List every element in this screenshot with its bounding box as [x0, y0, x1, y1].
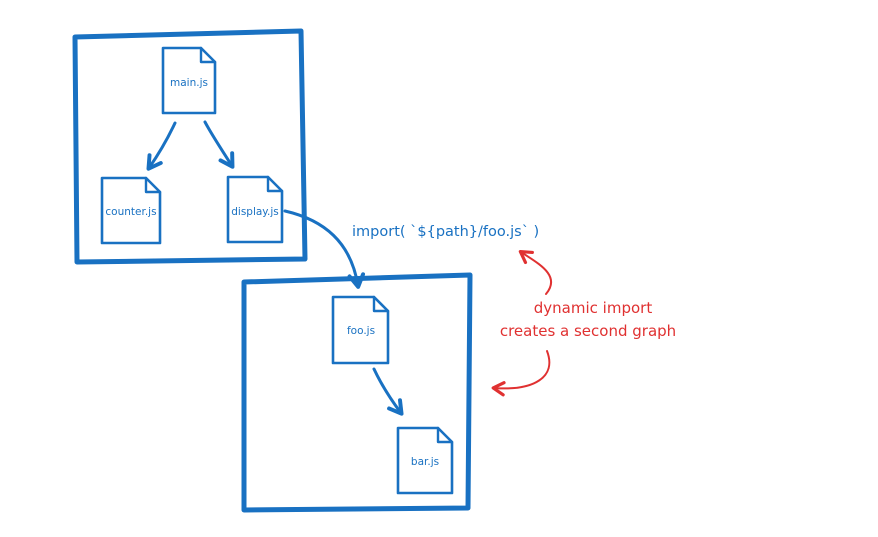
graph-2-border: [241, 272, 473, 513]
file-page-shape: [331, 295, 390, 365]
annotation-arrow-to-second-graph: [491, 350, 551, 397]
file-corner-fold: [144, 176, 162, 194]
file-label-display-js: display.js: [231, 206, 279, 218]
arrow-foo-to-bar: [372, 367, 404, 416]
file-label-bar-js: bar.js: [411, 456, 439, 468]
file-icon-foo-js: foo.js: [331, 295, 390, 365]
file-corner-fold: [372, 295, 390, 313]
file-icon-display-js: display.js: [226, 175, 284, 244]
file-corner-fold: [266, 175, 284, 193]
file-page-shape: [161, 46, 217, 115]
file-label-foo-js: foo.js: [347, 325, 375, 337]
file-page-shape: [226, 175, 284, 244]
arrow-main-to-display: [203, 120, 235, 169]
annotation-dynamic-import: dynamic import creates a second graph: [491, 249, 676, 397]
arrow-main-to-counter: [146, 121, 177, 171]
file-icon-main-js: main.js: [161, 46, 217, 115]
annotation-line-1: dynamic import: [534, 299, 653, 317]
file-label-main-js: main.js: [170, 77, 208, 89]
file-icon-counter-js: counter.js: [100, 176, 162, 245]
file-page-shape: [396, 426, 454, 495]
import-call-label: import( `${path}/foo.js` ): [352, 224, 539, 240]
file-corner-fold: [436, 426, 454, 444]
dynamic-import-graph: foo.js bar.js: [241, 272, 473, 513]
file-icon-bar-js: bar.js: [396, 426, 454, 495]
arrow-display-to-foo: [283, 209, 366, 289]
file-page-shape: [100, 176, 162, 245]
annotation-arrow-to-import-call: [518, 249, 553, 295]
annotation-line-2: creates a second graph: [500, 322, 676, 340]
file-corner-fold: [199, 46, 217, 64]
static-import-graph: main.js counter.js display.js: [72, 28, 308, 265]
file-label-counter-js: counter.js: [105, 206, 156, 218]
graph-1-border: [72, 28, 308, 265]
